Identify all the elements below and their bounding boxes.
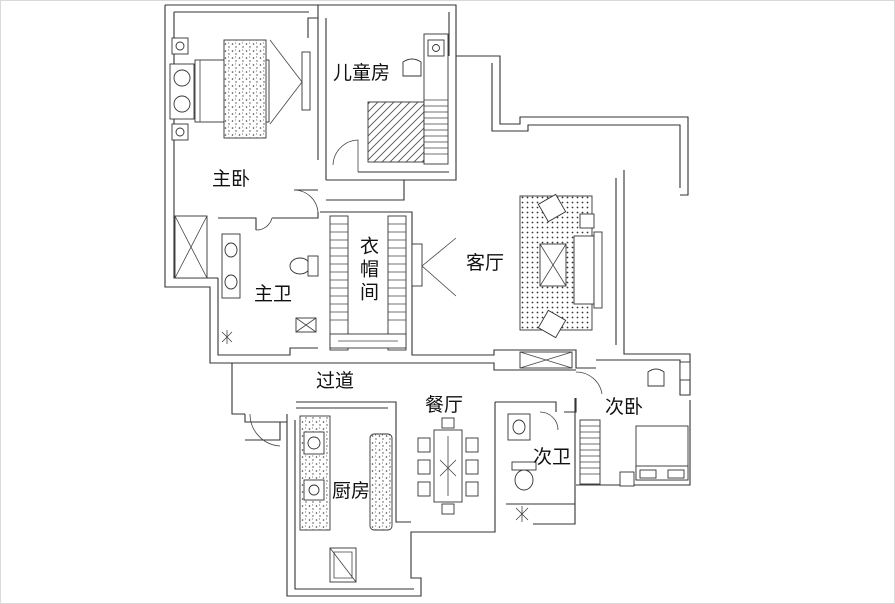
master-bath-fixtures bbox=[221, 217, 319, 344]
kitchen-counter bbox=[249, 413, 393, 583]
living-room-sofa-set bbox=[519, 193, 603, 339]
master-bedroom-door bbox=[293, 189, 319, 213]
second-bedroom-furniture bbox=[575, 361, 691, 487]
sliding-door bbox=[519, 351, 573, 369]
master-bedroom-wardrobe bbox=[174, 215, 208, 279]
second-bath-fixtures bbox=[507, 411, 559, 522]
room-label-walk-in-closet: 衣帽间 bbox=[357, 236, 379, 305]
room-label-corridor: 过道 bbox=[316, 370, 355, 392]
room-label-master-bath: 主卫 bbox=[254, 283, 293, 305]
room-label-kids-room: 儿童房 bbox=[333, 62, 391, 84]
room-label-second-bedroom: 次卧 bbox=[605, 396, 644, 418]
interior-walls bbox=[217, 18, 691, 523]
room-label-second-bath: 次卫 bbox=[533, 446, 572, 468]
master-bed bbox=[169, 37, 270, 141]
room-label-living-room: 客厅 bbox=[466, 252, 505, 274]
master-bedroom-tv bbox=[269, 39, 311, 125]
dining-table-set bbox=[417, 417, 479, 515]
room-label-kitchen: 厨房 bbox=[332, 480, 371, 502]
kids-room-furniture bbox=[332, 33, 449, 172]
living-room-tv bbox=[411, 237, 457, 297]
walk-in-closet-racks bbox=[329, 215, 407, 351]
room-label-dining-room: 餐厅 bbox=[425, 394, 464, 416]
outer-walls bbox=[164, 4, 691, 597]
room-label-master-bedroom: 主卧 bbox=[212, 168, 251, 190]
